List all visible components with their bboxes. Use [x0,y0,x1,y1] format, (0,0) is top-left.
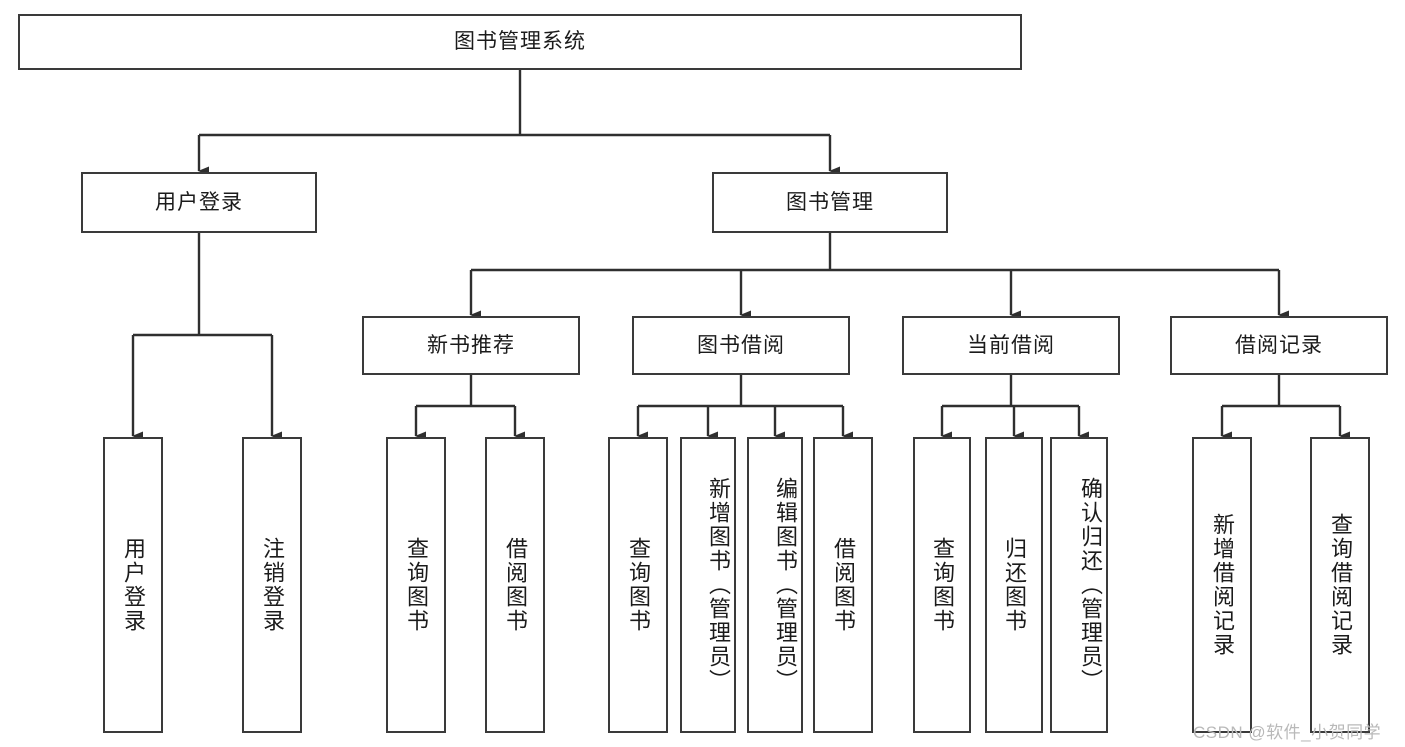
node-current-borrow[interactable]: 当前借阅 [902,316,1120,375]
node-leaf-query-2[interactable]: 查询图书 [608,437,668,733]
node-leaf-logout[interactable]: 注销登录 [242,437,302,733]
node-label-leaf-logout: 注销登录 [259,537,285,633]
node-label-leaf-query-rec: 查询借阅记录 [1327,513,1353,657]
node-leaf-borrow-2[interactable]: 借阅图书 [813,437,873,733]
node-label-new-book-rec: 新书推荐 [427,333,515,357]
node-new-book-rec[interactable]: 新书推荐 [362,316,580,375]
node-label-borrow-record: 借阅记录 [1235,333,1323,357]
node-label-leaf-borrow-2: 借阅图书 [830,537,856,633]
node-label-current-borrow: 当前借阅 [967,333,1055,357]
node-label-leaf-add-book: 新增图书（管理员） [706,477,731,693]
node-label-leaf-query-2: 查询图书 [625,537,651,633]
node-label-leaf-confirm: 确认归还（管理员） [1078,477,1103,693]
node-label-leaf-return: 归还图书 [1001,537,1027,633]
node-leaf-user-login[interactable]: 用户登录 [103,437,163,733]
node-leaf-borrow-1[interactable]: 借阅图书 [485,437,545,733]
node-leaf-confirm[interactable]: 确认归还（管理员） [1050,437,1108,733]
node-book-borrow[interactable]: 图书借阅 [632,316,850,375]
node-label-book-manage: 图书管理 [786,190,874,214]
node-leaf-add-rec[interactable]: 新增借阅记录 [1192,437,1252,733]
node-user-login[interactable]: 用户登录 [81,172,317,233]
node-leaf-edit-book[interactable]: 编辑图书（管理员） [747,437,803,733]
node-label-leaf-query-3: 查询图书 [929,537,955,633]
node-label-leaf-query-1: 查询图书 [403,537,429,633]
node-label-root: 图书管理系统 [454,30,586,54]
node-label-user-login: 用户登录 [155,190,243,214]
node-label-leaf-user-login: 用户登录 [120,537,146,633]
node-leaf-add-book[interactable]: 新增图书（管理员） [680,437,736,733]
node-label-leaf-edit-book: 编辑图书（管理员） [773,477,798,693]
node-leaf-query-3[interactable]: 查询图书 [913,437,971,733]
node-root[interactable]: 图书管理系统 [18,14,1022,70]
node-label-book-borrow: 图书借阅 [697,333,785,357]
node-leaf-return[interactable]: 归还图书 [985,437,1043,733]
node-label-leaf-borrow-1: 借阅图书 [502,537,528,633]
node-leaf-query-1[interactable]: 查询图书 [386,437,446,733]
node-leaf-query-rec[interactable]: 查询借阅记录 [1310,437,1370,733]
node-borrow-record[interactable]: 借阅记录 [1170,316,1388,375]
node-label-leaf-add-rec: 新增借阅记录 [1209,513,1235,657]
node-book-manage[interactable]: 图书管理 [712,172,948,233]
